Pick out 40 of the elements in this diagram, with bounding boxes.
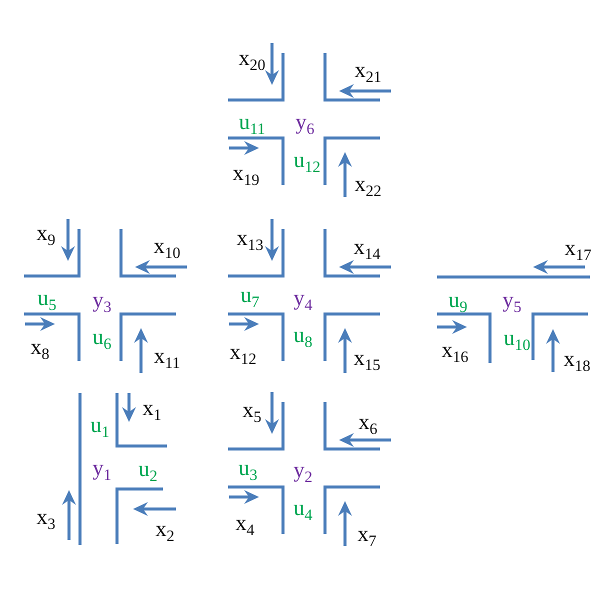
junction-label: y$_{2}$ (294, 459, 312, 481)
phase-label: u$_{9}$ (448, 289, 468, 311)
flow-label: x$_{22}$ (354, 173, 382, 195)
flow-label: x$_{20}$ (238, 47, 266, 69)
flow-label: x$_{13}$ (236, 227, 264, 249)
phase-label: u$_{4}$ (294, 497, 312, 519)
junction-label: y$_{3}$ (92, 289, 112, 311)
phase-label: u$_{2}$ (138, 458, 158, 480)
phase-label: u$_{3}$ (238, 457, 258, 479)
flow-label: x$_{15}$ (354, 347, 380, 369)
flow-label: x$_{11}$ (154, 345, 180, 367)
phase-label: u$_{12}$ (294, 149, 320, 171)
phase-label: u$_{11}$ (238, 111, 266, 133)
flow-label: x$_{3}$ (36, 506, 56, 528)
phase-label: u$_{8}$ (294, 324, 312, 346)
phase-label: u$_{10}$ (504, 327, 530, 349)
flow-label: x$_{21}$ (354, 59, 382, 81)
flow-label: x$_{8}$ (30, 336, 50, 358)
phase-label: u$_{6}$ (92, 326, 112, 348)
phase-label: u$_{7}$ (240, 284, 260, 306)
flow-label: x$_{7}$ (358, 523, 376, 545)
flow-label: x$_{6}$ (358, 411, 378, 433)
flow-label: x$_{9}$ (36, 222, 56, 244)
flow-label: x$_{17}$ (564, 237, 592, 259)
junction-label: y$_{4}$ (294, 287, 312, 309)
flow-label: x$_{2}$ (156, 518, 174, 540)
flow-label: x$_{4}$ (236, 512, 254, 534)
phase-label: u$_{1}$ (90, 414, 110, 436)
junction-label: y$_{5}$ (502, 289, 522, 311)
junction-label: y$_{1}$ (92, 457, 112, 479)
flow-label: x$_{16}$ (442, 339, 468, 361)
flow-label: x$_{12}$ (230, 341, 256, 363)
flow-label: x$_{18}$ (564, 348, 590, 370)
flow-label: x$_{1}$ (142, 397, 162, 419)
flow-label: x$_{14}$ (354, 236, 380, 258)
junction-label: y$_{6}$ (296, 111, 314, 133)
flow-label: x$_{10}$ (154, 235, 180, 257)
phase-label: u$_{5}$ (38, 287, 56, 309)
flow-label: x$_{19}$ (232, 162, 260, 184)
flow-label: x$_{5}$ (242, 399, 262, 421)
